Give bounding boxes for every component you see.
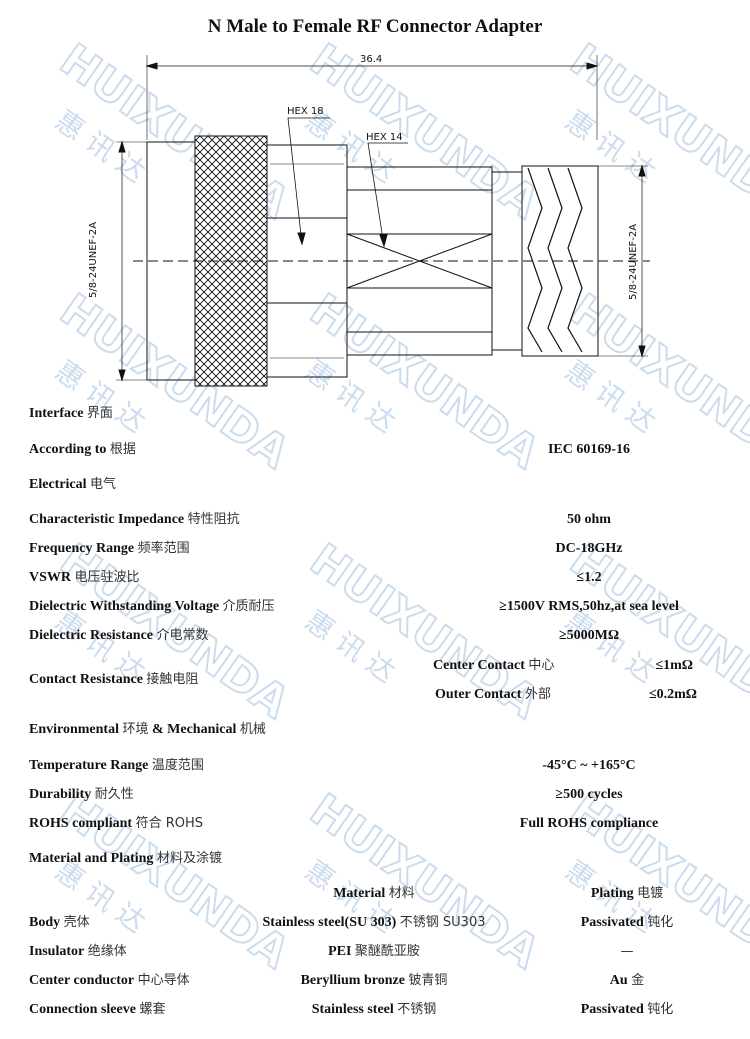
thread-left-label: 5/8-24UNEF-2A <box>88 222 99 298</box>
thread-right-label: 5/8-24UNEF-2A <box>628 224 639 300</box>
center-contact-value: ≤1mΩ <box>655 658 693 673</box>
temperature-value: -45°C ~ +165°C <box>542 758 636 773</box>
table-row-connection-sleeve-plating: Passivated 钝化 <box>580 1002 674 1017</box>
outer-contact-label: Outer Contact 外部 <box>435 687 551 702</box>
withstanding-label: Dielectric Withstanding Voltage 介质耐压 <box>29 599 275 614</box>
plating-column-header: Plating 电镀 <box>590 886 664 901</box>
table-row-insulator-material: PEI 聚醚酰亚胺 <box>328 944 420 959</box>
according-label: According to 根据 <box>29 442 136 457</box>
interface-label: Interface 界面 <box>29 406 113 421</box>
table-row-connection-sleeve-part: Connection sleeve 螺套 <box>29 1002 166 1017</box>
center-contact-label: Center Contact 中心 <box>433 658 555 673</box>
durability-value: ≥500 cycles <box>555 787 623 802</box>
svg-text:惠 讯 达: 惠 讯 达 <box>559 604 661 689</box>
withstanding-value: ≥1500V RMS,50hz,at sea level <box>499 599 679 614</box>
table-row-insulator-plating: — <box>620 944 634 959</box>
material-heading: Material and Plating 材料及涂镀 <box>29 851 222 866</box>
hex-18-label: HEX 18 <box>287 106 324 117</box>
vswr-value: ≤1.2 <box>576 570 602 585</box>
environmental-heading: Environmental 环境 & Mechanical 机械 <box>29 722 266 737</box>
table-row-center-conductor-material: Beryllium bronze 铍青铜 <box>300 973 448 988</box>
rohs-label: ROHS compliant 符合 ROHS <box>29 816 204 831</box>
table-row-body-part: Body 壳体 <box>29 915 90 930</box>
frequency-label: Frequency Range 频率范围 <box>29 541 190 556</box>
frequency-value: DC-18GHz <box>555 541 623 556</box>
impedance-label: Characteristic Impedance 特性阻抗 <box>29 512 240 527</box>
hex-14-label: HEX 14 <box>366 132 403 143</box>
table-row-body-plating: Passivated 钝化 <box>580 915 674 930</box>
svg-text:惠 讯 达: 惠 讯 达 <box>299 604 401 689</box>
contact-resistance-label: Contact Resistance 接触电阻 <box>29 672 199 687</box>
page-title: N Male to Female RF Connector Adapter <box>207 16 543 37</box>
rohs-value: Full ROHS compliance <box>519 816 659 831</box>
table-row-insulator-part: Insulator 绝缘体 <box>29 944 127 959</box>
table-row-center-conductor-part: Center conductor 中心导体 <box>29 973 190 988</box>
table-row-center-conductor-plating: Au 金 <box>609 973 645 988</box>
table-row-connection-sleeve-material: Stainless steel 不锈钢 <box>311 1002 437 1017</box>
dielectric-resistance-value: ≥5000MΩ <box>558 628 620 643</box>
length-dimension: 36.4 <box>360 54 382 65</box>
svg-text:HUIXUNDA: HUIXUNDA <box>561 784 750 978</box>
connector-drawing: 36.4 HEX 18 HEX 14 5/8-24UNEF-2A 5/8-24U… <box>88 54 650 387</box>
material-column-header: Material 材料 <box>333 886 415 901</box>
dielectric-resistance-label: Dielectric Resistance 介电常数 <box>29 628 209 643</box>
vswr-label: VSWR 电压驻波比 <box>29 570 140 585</box>
electrical-heading: Electrical 电气 <box>29 477 117 492</box>
impedance-value: 50 ohm <box>567 512 611 527</box>
table-row-body-material: Stainless steel(SU 303) 不锈钢 SU303 <box>262 915 486 930</box>
outer-contact-value: ≤0.2mΩ <box>648 687 697 702</box>
durability-label: Durability 耐久性 <box>29 787 134 802</box>
according-value: IEC 60169-16 <box>547 442 631 457</box>
temperature-label: Temperature Range 温度范围 <box>29 758 204 773</box>
